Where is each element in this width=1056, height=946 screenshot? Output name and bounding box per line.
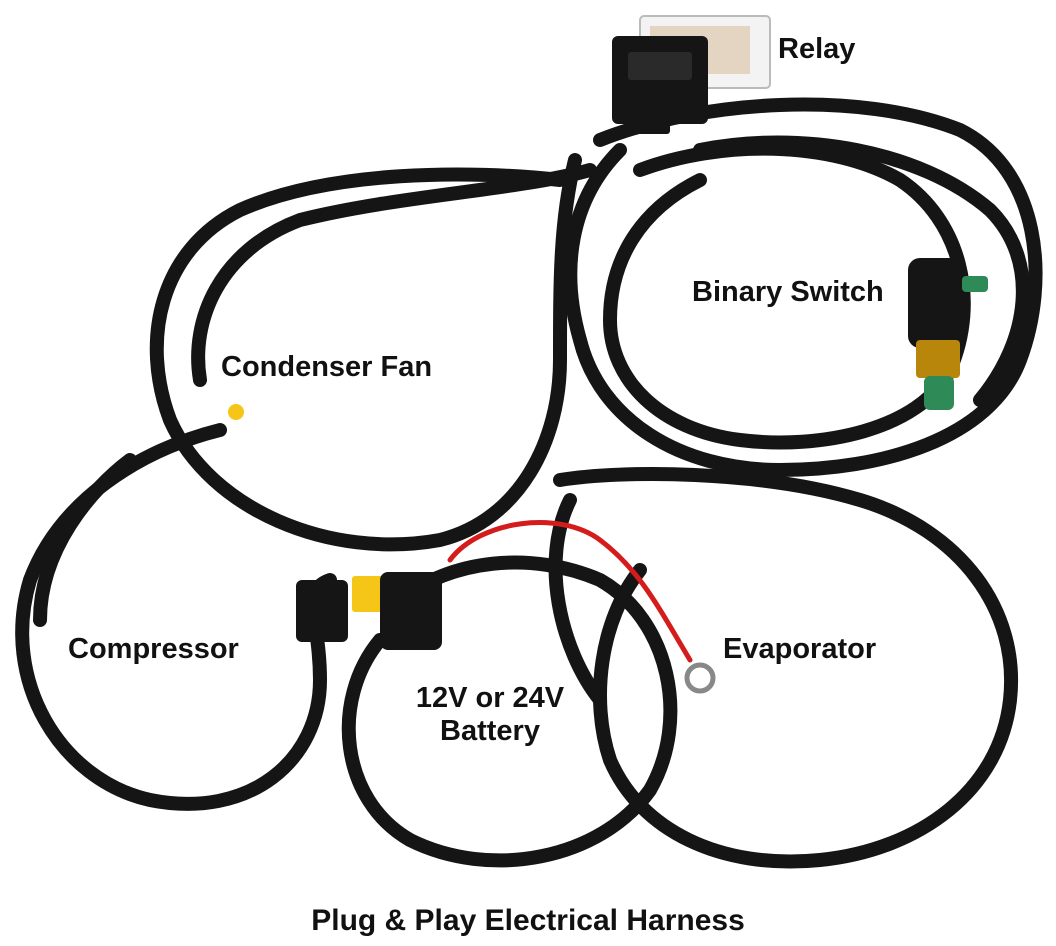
battery-cable-loop <box>341 555 678 868</box>
compressor-cable-loop <box>15 423 337 811</box>
binary-switch-cable-loop-inner <box>603 141 971 450</box>
binary-switch-label: Binary Switch <box>692 276 884 308</box>
battery-positive-lead <box>447 520 693 663</box>
compressor-cable-branch <box>33 453 137 627</box>
evaporator-label: Evaporator <box>723 633 877 665</box>
relay-icon <box>612 15 771 134</box>
evaporator-cable-loop <box>553 467 1019 869</box>
battery-label-line1: 12V or 24V <box>415 682 565 714</box>
battery-label: 12V or 24V Battery <box>390 682 590 749</box>
relay-label: Relay <box>778 33 856 65</box>
binary-switch-cable-loop-third <box>693 135 1030 407</box>
binary-switch-icon <box>908 258 988 410</box>
binary-switch-cable-loop-outer <box>563 97 1043 477</box>
battery-label-line2: Battery <box>440 715 540 748</box>
condenser-fan-cable-inner <box>191 163 597 387</box>
fuse-holder-icon <box>296 572 442 650</box>
image-caption: Plug & Play Electrical Harness <box>311 904 745 937</box>
condenser-fan-cable-loop <box>149 153 582 552</box>
ring-terminal-icon <box>684 662 716 694</box>
condenser-fan-label: Condenser Fan <box>221 351 433 383</box>
compressor-label: Compressor <box>68 633 239 665</box>
compressor-connector-icon <box>228 404 244 420</box>
